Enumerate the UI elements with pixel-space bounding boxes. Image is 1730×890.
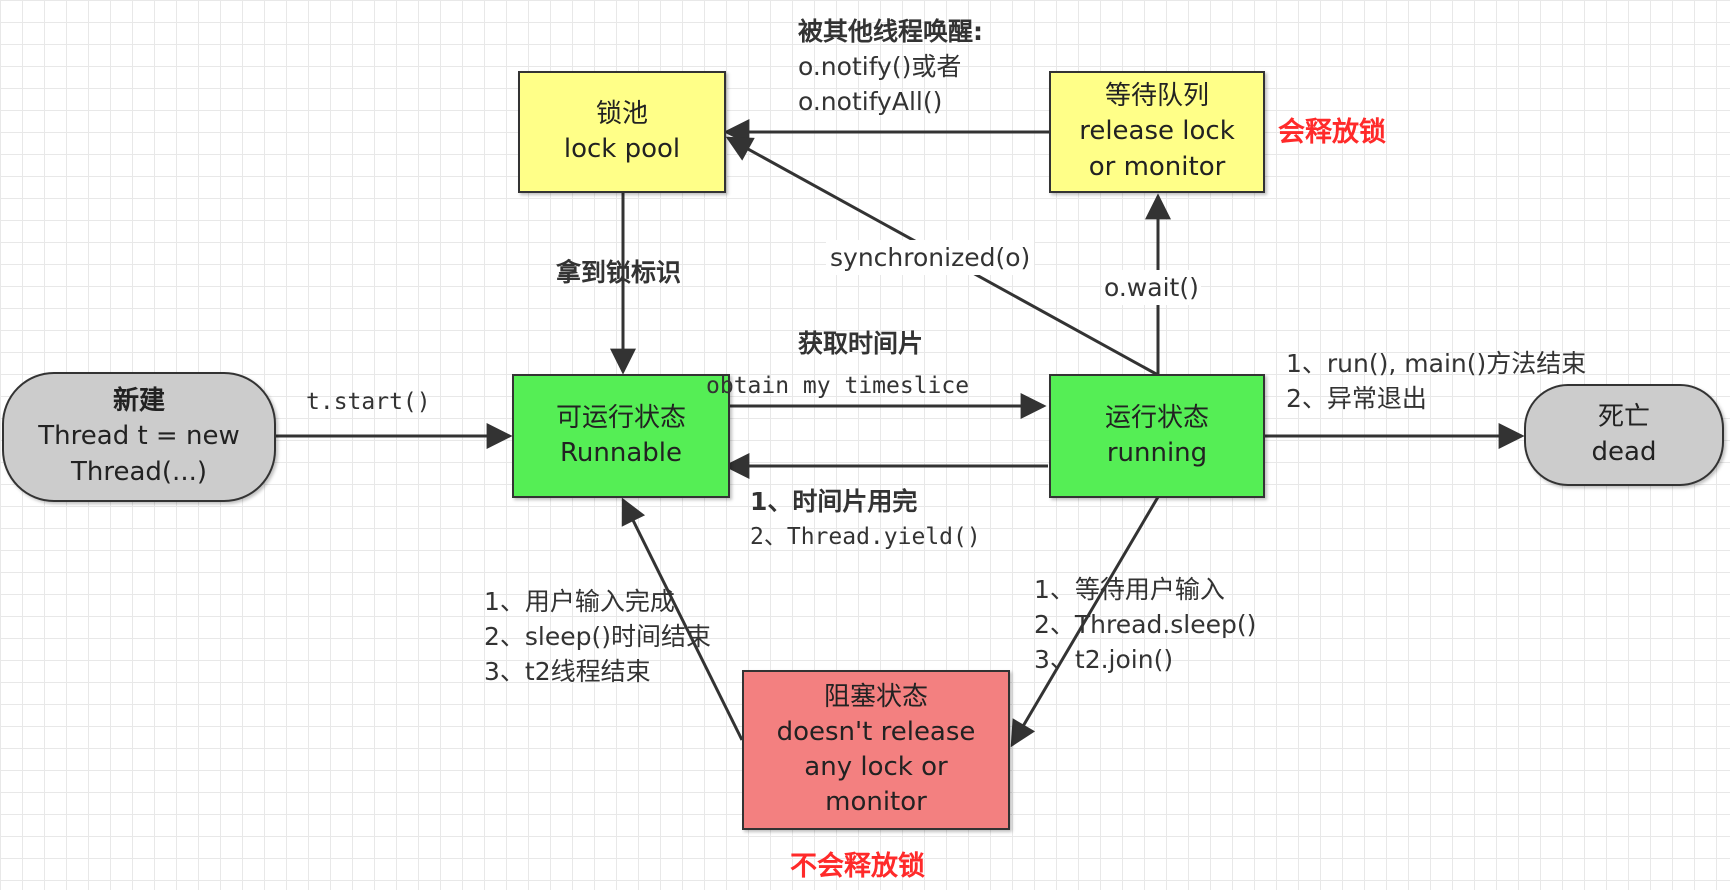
node-new-title: 新建 bbox=[112, 386, 165, 417]
node-new: 新建 Thread t = new Thread(...) bbox=[2, 372, 276, 502]
label-notify-line3: o.notifyAll() bbox=[798, 87, 943, 116]
label-unblock-line2: 2、sleep()时间结束 bbox=[484, 622, 712, 651]
node-lock-pool-en: lock pool bbox=[563, 134, 681, 164]
label-yield: 1、时间片用完 2、Thread.yield() bbox=[750, 484, 981, 553]
node-dead: 死亡 dead bbox=[1524, 384, 1724, 486]
label-yield-line1: 1、时间片用完 bbox=[750, 487, 918, 516]
label-start: t.start() bbox=[306, 389, 431, 415]
node-runnable: 可运行状态 Runnable bbox=[512, 374, 730, 498]
label-yield-line2: 2、Thread.yield() bbox=[750, 524, 981, 550]
label-notify: 被其他线程唤醒: o.notify()或者 o.notifyAll() bbox=[798, 14, 983, 119]
node-blocked-line3: any lock or bbox=[804, 752, 948, 782]
label-notify-line2: o.notify()或者 bbox=[798, 52, 962, 81]
node-dead-title: 死亡 bbox=[1597, 401, 1650, 432]
node-running-title: 运行状态 bbox=[1104, 402, 1209, 433]
node-new-line2: Thread t = new bbox=[38, 421, 240, 452]
label-block-line2: 2、Thread.sleep() bbox=[1034, 610, 1257, 639]
label-block-line1: 1、等待用户输入 bbox=[1034, 575, 1225, 604]
label-unblock: 1、用户输入完成 2、sleep()时间结束 3、t2线程结束 bbox=[484, 584, 711, 689]
label-timeslice-cn: 获取时间片 bbox=[798, 329, 924, 358]
node-running-en: running bbox=[1106, 438, 1208, 468]
node-blocked-line4: monitor bbox=[825, 787, 927, 818]
label-notify-line1: 被其他线程唤醒: bbox=[798, 17, 983, 46]
node-running: 运行状态 running bbox=[1049, 374, 1265, 498]
label-finish-line1: 1、run(), main()方法结束 bbox=[1286, 349, 1587, 378]
arrow-unblock bbox=[621, 497, 744, 741]
node-blocked: 阻塞状态 doesn't release any lock or monitor bbox=[742, 670, 1010, 830]
label-finish-line2: 2、异常退出 bbox=[1286, 384, 1427, 413]
node-wait-queue: 等待队列 release lock or monitor bbox=[1049, 71, 1265, 193]
label-block-line3: 3、t2.join() bbox=[1034, 645, 1174, 674]
node-wait-queue-line2: release lock bbox=[1079, 116, 1235, 147]
node-wait-queue-title: 等待队列 bbox=[1104, 81, 1209, 112]
label-timeslice-en: obtain my timeslice bbox=[706, 373, 970, 399]
node-dead-en: dead bbox=[1591, 437, 1657, 467]
node-blocked-line2: doesn't release bbox=[776, 716, 976, 747]
node-runnable-title: 可运行状态 bbox=[555, 402, 686, 433]
node-blocked-title: 阻塞状态 bbox=[823, 681, 928, 712]
label-releases-lock: 会释放锁 bbox=[1278, 117, 1386, 148]
node-lock-pool-title: 锁池 bbox=[595, 98, 648, 129]
label-synchronized: synchronized(o) bbox=[826, 240, 1035, 275]
label-wait: o.wait() bbox=[1102, 270, 1201, 305]
label-got-lock: 拿到锁标识 bbox=[556, 258, 682, 287]
label-unblock-line1: 1、用户输入完成 bbox=[484, 587, 675, 616]
node-wait-queue-line3: or monitor bbox=[1088, 151, 1226, 182]
arrow-block bbox=[1010, 496, 1160, 748]
node-lock-pool: 锁池 lock pool bbox=[518, 71, 726, 193]
label-block: 1、等待用户输入 2、Thread.sleep() 3、t2.join() bbox=[1034, 572, 1256, 677]
node-runnable-en: Runnable bbox=[560, 438, 682, 468]
node-new-line3: Thread(...) bbox=[71, 456, 207, 487]
label-finish: 1、run(), main()方法结束 2、异常退出 bbox=[1286, 346, 1586, 416]
label-no-release: 不会释放锁 bbox=[790, 851, 925, 882]
label-unblock-line3: 3、t2线程结束 bbox=[484, 657, 651, 686]
